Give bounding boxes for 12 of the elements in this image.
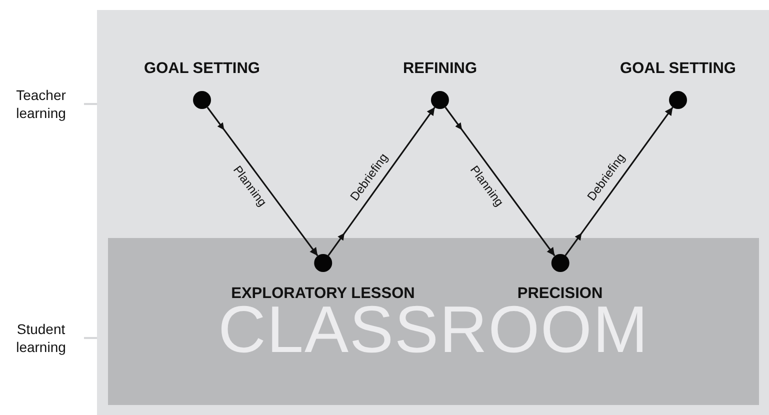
arrow xyxy=(328,106,436,256)
stage-heading: PRECISION xyxy=(517,285,603,303)
stage-heading: GOAL SETTING xyxy=(144,60,260,78)
arrow xyxy=(564,106,674,256)
stage-heading: GOAL SETTING xyxy=(620,60,736,78)
stage-heading: REFINING xyxy=(402,60,478,78)
arrow xyxy=(206,106,318,256)
arrow xyxy=(444,106,556,256)
level-label: Student learning xyxy=(15,320,67,356)
level-label: Teacher learning xyxy=(15,86,67,122)
classroom-band xyxy=(108,238,759,405)
stage-heading: EXPLORATORY LESSON xyxy=(231,285,415,303)
